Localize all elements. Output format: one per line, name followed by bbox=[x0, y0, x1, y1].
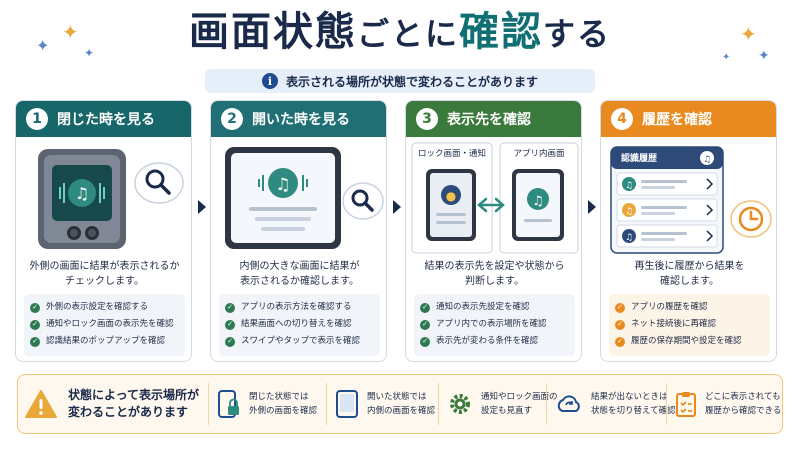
checklist-item: ✓結果画面への切り替えを確認 bbox=[225, 316, 374, 333]
svg-text:♫: ♫ bbox=[625, 233, 633, 243]
page-title-wrap: 画面状態ごとに確認する bbox=[0, 6, 800, 60]
checklist-item: ✓通知やロック画面の表示先を確認 bbox=[30, 316, 179, 333]
checklist-item: ✓認識結果のポップアップを確認 bbox=[30, 333, 179, 350]
step-header-3: 3 表示先を確認 bbox=[406, 101, 581, 137]
history-panel-title: 認識履歴 bbox=[621, 154, 658, 164]
warning-text: 状態によって表示場所が 変わることがあります bbox=[68, 388, 200, 419]
tip-text: 開いた状態では内側の画面を確認 bbox=[367, 392, 436, 416]
tip-text: 閉じた状態では外側の画面を確認 bbox=[249, 392, 318, 416]
tablet-icon bbox=[336, 390, 358, 418]
tip-text: 結果が出ないときは状態を切り替えて確認 bbox=[591, 392, 676, 416]
tips-bar: 状態によって表示場所が 変わることがあります 閉じた状態では外側の画面を確認 開… bbox=[17, 374, 783, 434]
step-number: 2 bbox=[221, 108, 243, 130]
tip-item: 閉じた状態では外側の画面を確認 bbox=[208, 383, 317, 425]
step-card-1: 1 閉じた時を見る ♫ 外側の画面に結果が表示されるか チェックします。 ✓外側… bbox=[15, 100, 192, 362]
svg-text:♫: ♫ bbox=[625, 207, 633, 217]
subtitle-banner: i 表示される場所が状態で変わることがあります bbox=[205, 69, 595, 93]
info-icon: i bbox=[261, 73, 278, 89]
checklist: ✓通知の表示先設定を確認 ✓アプリ内での表示場所を確認 ✓表示先が変わる条件を確… bbox=[414, 294, 575, 356]
gear-icon bbox=[450, 394, 470, 414]
history-list-illustration: ♫ ♫ ♫ ♫ bbox=[610, 146, 772, 254]
checklist-item: ✓ネット接続後に再確認 bbox=[615, 316, 764, 333]
check-icon: ✓ bbox=[225, 336, 235, 347]
refresh-cloud-icon bbox=[557, 395, 580, 412]
arrow-right-icon bbox=[393, 200, 401, 214]
tip-item: 通知やロック画面の設定も見直す bbox=[438, 383, 558, 425]
check-icon: ✓ bbox=[30, 302, 40, 313]
label-app-screen: アプリ内画面 bbox=[513, 149, 565, 159]
svg-text:♫: ♫ bbox=[275, 175, 290, 195]
check-icon: ✓ bbox=[225, 302, 235, 313]
step-description: 外側の画面に結果が表示されるか チェックします。 bbox=[29, 261, 180, 287]
page-title: 画面状態ごとに確認する bbox=[188, 9, 612, 55]
step-title: 閉じた時を見る bbox=[57, 112, 155, 128]
step-card-4: 4 履歴を確認 認識履歴 ♫ ♫ ♫ ♫ 再生後に履歴から結果を 確認します。 … bbox=[600, 100, 777, 362]
checklist-item: ✓アプリの表示方法を確認する bbox=[225, 299, 374, 316]
check-icon: ✓ bbox=[615, 302, 625, 313]
check-icon: ✓ bbox=[420, 319, 430, 330]
step-number: 4 bbox=[611, 108, 633, 130]
warning-icon bbox=[25, 390, 57, 418]
tip-item: 開いた状態では内側の画面を確認 bbox=[326, 383, 435, 425]
step-header-1: 1 閉じた時を見る bbox=[16, 101, 191, 137]
label-lock-screen: ロック画面・通知 bbox=[417, 149, 486, 159]
step-number: 3 bbox=[416, 108, 438, 130]
checklist-item: ✓アプリの履歴を確認 bbox=[615, 299, 764, 316]
step-title: 表示先を確認 bbox=[447, 112, 531, 128]
step-header-4: 4 履歴を確認 bbox=[601, 101, 776, 137]
tip-text: 通知やロック画面の設定も見直す bbox=[481, 392, 558, 416]
checklist-item: ✓通知の表示先設定を確認 bbox=[420, 299, 569, 316]
check-icon: ✓ bbox=[615, 319, 625, 330]
svg-text:♫: ♫ bbox=[532, 194, 544, 209]
clipboard-check-icon bbox=[676, 392, 696, 417]
step-description: 内側の大きな画面に結果が 表示されるか確認します。 bbox=[239, 261, 360, 287]
step-description: 結果の表示先を設定や状態から 判断します。 bbox=[424, 261, 565, 287]
tip-item: どこに表示されても履歴から確認できる bbox=[666, 383, 781, 425]
checklist-item: ✓外側の表示設定を確認する bbox=[30, 299, 179, 316]
checklist-item: ✓アプリ内での表示場所を確認 bbox=[420, 316, 569, 333]
check-icon: ✓ bbox=[225, 319, 235, 330]
checklist: ✓アプリの表示方法を確認する ✓結果画面への切り替えを確認 ✓スワイプやタップで… bbox=[219, 294, 380, 356]
checklist: ✓外側の表示設定を確認する ✓通知やロック画面の表示先を確認 ✓認識結果のポップ… bbox=[24, 294, 185, 356]
step-card-3: 3 表示先を確認 ロック画面・通知 アプリ内画面 ● ♫ 結果の表示先を設定や状… bbox=[405, 100, 582, 362]
check-icon: ✓ bbox=[615, 336, 625, 347]
sparkle-icon: ✦ bbox=[84, 46, 95, 60]
step-title: 履歴を確認 bbox=[642, 112, 712, 128]
checklist-item: ✓スワイプやタップで表示を確認 bbox=[225, 333, 374, 350]
arrow-right-icon bbox=[198, 200, 206, 214]
step-title: 開いた時を見る bbox=[252, 112, 350, 128]
step-card-2: 2 開いた時を見る ♫ 内側の大きな画面に結果が 表示されるか確認します。 ✓ア… bbox=[210, 100, 387, 362]
subtitle-text: 表示される場所が状態で変わることがあります bbox=[285, 74, 538, 89]
checklist: ✓アプリの履歴を確認 ✓ネット接続後に再確認 ✓履歴の保存期間や設定を確認 bbox=[609, 294, 770, 356]
step-description: 再生後に履歴から結果を 確認します。 bbox=[634, 261, 745, 287]
svg-text:♫: ♫ bbox=[75, 184, 89, 203]
unfolded-phone-illustration: ♫ bbox=[225, 147, 384, 249]
sparkle-icon: ✦ bbox=[740, 22, 757, 46]
folded-phone-illustration: ♫ bbox=[38, 149, 184, 249]
arrow-right-icon bbox=[588, 200, 596, 214]
step-number: 1 bbox=[26, 108, 48, 130]
sparkle-icon: ✦ bbox=[62, 20, 79, 44]
checklist-item: ✓履歴の保存期間や設定を確認 bbox=[615, 333, 764, 350]
phone-lock-icon bbox=[218, 390, 239, 418]
check-icon: ✓ bbox=[420, 336, 430, 347]
sparkle-icon: ✦ bbox=[36, 36, 50, 55]
check-icon: ✓ bbox=[30, 336, 40, 347]
step-header-2: 2 開いた時を見る bbox=[211, 101, 386, 137]
svg-text:●: ● bbox=[446, 189, 456, 203]
display-target-illustration: ● ♫ bbox=[411, 142, 579, 254]
sparkle-icon: ✦ bbox=[722, 52, 731, 63]
sparkle-icon: ✦ bbox=[758, 48, 770, 64]
check-icon: ✓ bbox=[420, 302, 430, 313]
tip-item: 結果が出ないときは状態を切り替えて確認 bbox=[546, 383, 676, 425]
svg-text:♫: ♫ bbox=[625, 181, 633, 191]
warning-block: 状態によって表示場所が 変わることがあります bbox=[24, 383, 204, 425]
check-icon: ✓ bbox=[30, 319, 40, 330]
svg-text:♫: ♫ bbox=[703, 155, 711, 165]
tip-text: どこに表示されても履歴から確認できる bbox=[705, 392, 782, 416]
checklist-item: ✓表示先が変わる条件を確認 bbox=[420, 333, 569, 350]
